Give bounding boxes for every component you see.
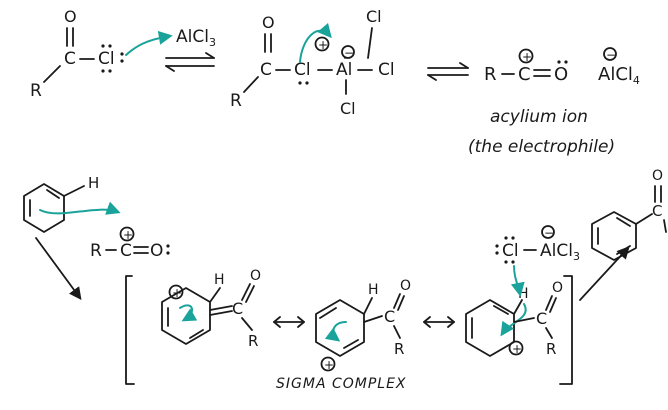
sigma-complex-label: SIGMA COMPLEX <box>276 376 407 392</box>
svg-text:Al: Al <box>336 60 352 80</box>
svg-text:C: C <box>518 64 531 85</box>
svg-text:+: + <box>318 38 328 52</box>
svg-text:R: R <box>484 64 497 85</box>
resonance-structure-1: + H C O R <box>161 268 261 350</box>
aluminum-chloride: AlCl3 <box>176 27 216 49</box>
svg-text:Cl: Cl <box>294 60 311 80</box>
formal-charge-minus <box>341 45 355 59</box>
svg-text:+: + <box>512 342 522 356</box>
svg-text:C: C <box>384 307 395 326</box>
resonance-arrow-1 <box>273 316 305 328</box>
svg-text:C: C <box>260 60 272 80</box>
atom-r: R <box>30 81 42 101</box>
svg-text:+: + <box>123 228 133 242</box>
svg-text:O: O <box>262 13 275 32</box>
svg-text:R: R <box>248 332 258 350</box>
svg-text:Cl: Cl <box>378 60 395 80</box>
atom-c: C <box>64 49 76 69</box>
svg-text:Cl: Cl <box>340 99 356 118</box>
equilibrium-arrows-2 <box>427 62 469 81</box>
svg-text:C: C <box>120 241 132 261</box>
curved-arrow-cl-to-al <box>125 30 173 56</box>
svg-text:+: + <box>324 358 334 372</box>
svg-text:O: O <box>554 64 568 85</box>
resonance-structure-2: + H C O R <box>315 278 411 372</box>
benzene-reactant: H <box>23 174 121 233</box>
resonance-structure-3: + H C O R <box>465 280 563 358</box>
resonance-arrow-2 <box>423 316 455 328</box>
acylium-ion: R C + O <box>484 48 568 85</box>
svg-text:O: O <box>250 268 261 284</box>
svg-text:−: − <box>606 48 616 62</box>
reagent-alcl4: AlCl4 <box>598 64 640 87</box>
svg-text:H: H <box>214 272 225 288</box>
svg-text:Cl: Cl <box>366 7 382 26</box>
svg-text:H: H <box>368 282 379 298</box>
svg-text:+: + <box>172 286 182 300</box>
acylium-caption: acylium ion (the electrophile) <box>468 107 615 157</box>
aryl-ketone-product: C O <box>591 168 667 261</box>
svg-text:C: C <box>652 202 662 220</box>
svg-text:R: R <box>230 91 242 111</box>
curved-arrow-pi-attack <box>39 201 121 215</box>
svg-text:O: O <box>400 278 411 294</box>
arrow-to-sigma-complex <box>35 237 82 301</box>
electrophile-label: (the electrophile) <box>468 137 615 157</box>
acylium-electrophile: R C + O <box>90 226 170 261</box>
svg-text:O: O <box>652 168 663 184</box>
svg-text:R: R <box>90 241 102 261</box>
svg-text:C: C <box>536 309 547 328</box>
svg-text:O: O <box>150 241 163 261</box>
svg-text:H: H <box>88 174 99 192</box>
right-bracket <box>559 275 573 385</box>
acylium-ion-label: acylium ion <box>490 107 588 127</box>
curved-arrow-deprotonation <box>510 265 525 297</box>
svg-text:−: − <box>344 46 354 60</box>
atom-o: O <box>64 7 77 26</box>
lewis-acid-complex: O C R Cl + Al − Cl Cl Cl <box>230 7 395 118</box>
atom-cl: Cl <box>98 49 115 69</box>
equilibrium-arrows-1 <box>165 52 215 72</box>
svg-text:−: − <box>544 226 554 240</box>
svg-text:+: + <box>522 50 532 64</box>
reagent-alcl3: AlCl3 <box>176 27 216 49</box>
tetrachloroaluminate-ion: − AlCl4 <box>598 47 640 87</box>
left-bracket <box>125 275 135 385</box>
acyl-chloride: O C R Cl <box>30 7 173 101</box>
curved-arrow-cleavage <box>299 22 332 63</box>
base-alcl4: Cl − AlCl3 <box>495 225 580 297</box>
svg-text:Cl: Cl <box>502 241 519 261</box>
svg-text:R: R <box>394 340 404 358</box>
svg-text:R: R <box>546 340 556 358</box>
reagent-alcl3-base: AlCl3 <box>540 241 580 263</box>
svg-text:O: O <box>552 280 563 296</box>
svg-text:C: C <box>232 299 243 318</box>
